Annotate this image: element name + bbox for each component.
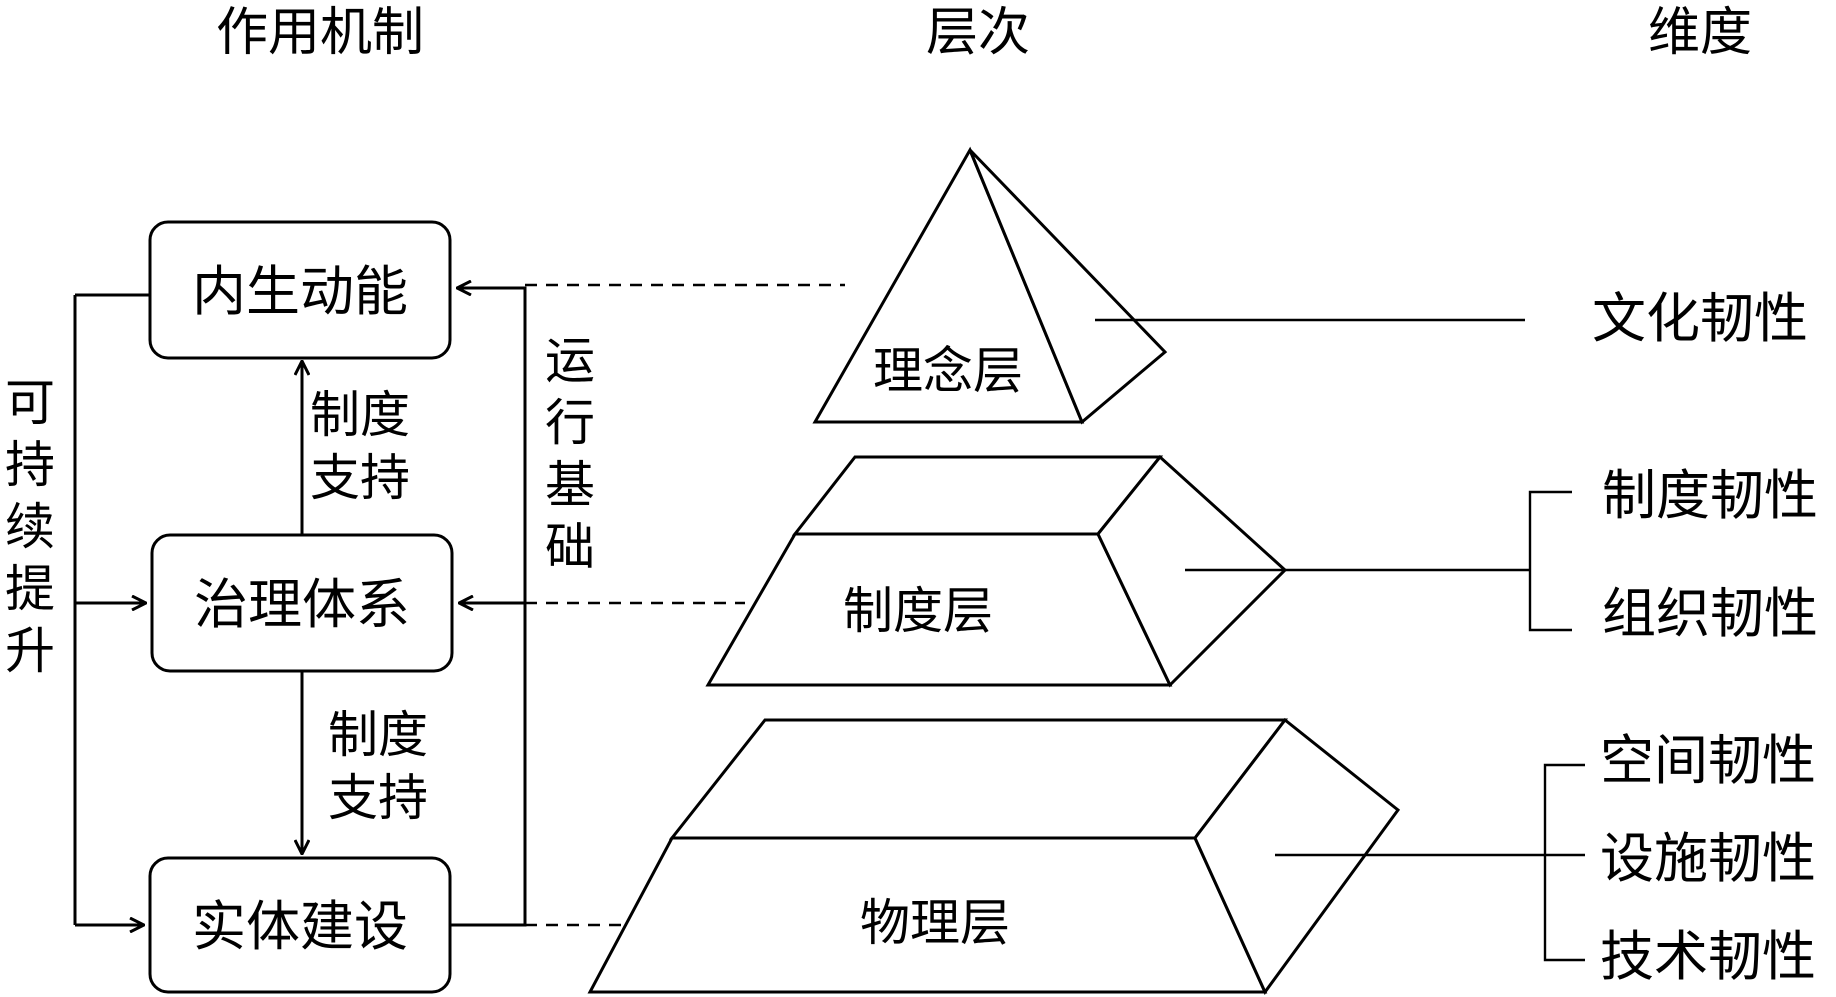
- dimension-spatial: 空间韧性: [1600, 729, 1816, 792]
- label-upper-support-line2: 支持: [310, 449, 410, 507]
- label-sustainable-5: 升: [5, 622, 55, 680]
- label-sustainable-2: 持: [5, 436, 55, 494]
- bracket-institution-dimensions: [1528, 490, 1572, 632]
- label-operating-basis-3: 基: [545, 456, 595, 514]
- arrow-operating-basis-to-drive: [450, 288, 527, 927]
- label-upper-support-line1: 制度: [310, 386, 410, 444]
- label-operating-basis-2: 行: [545, 394, 595, 452]
- bracket-physical-dimensions: [1543, 763, 1585, 962]
- dimension-cultural: 文化韧性: [1592, 287, 1808, 350]
- box-internal-drive: [148, 220, 452, 360]
- box-governance-label: 治理体系: [194, 573, 410, 636]
- dimension-technical: 技术韧性: [1600, 925, 1816, 988]
- dimension-facility: 设施韧性: [1600, 827, 1816, 890]
- layer-physical-label: 物理层: [860, 894, 1010, 952]
- header-mechanism: 作用机制: [216, 3, 424, 63]
- dimension-organizational: 组织韧性: [1602, 582, 1818, 645]
- layer-institution-label: 制度层: [843, 582, 993, 640]
- header-levels: 层次: [926, 3, 1030, 63]
- header-dimensions: 维度: [1648, 3, 1752, 63]
- label-sustainable-1: 可: [5, 374, 55, 432]
- label-operating-basis-1: 运: [545, 332, 595, 390]
- label-operating-basis-4: 础: [545, 518, 595, 576]
- label-sustainable-4: 提: [5, 560, 55, 618]
- label-lower-support-line2: 支持: [328, 769, 428, 827]
- label-sustainable-3: 续: [5, 498, 55, 556]
- label-lower-support-line1: 制度: [328, 706, 428, 764]
- dimension-institutional: 制度韧性: [1602, 464, 1818, 527]
- box-physical-construction-label: 实体建设: [192, 895, 408, 958]
- layer-concept-label: 理念层: [873, 342, 1023, 400]
- loop-label-mask: [2, 372, 60, 702]
- concept-layer-pyramid: [812, 146, 1168, 425]
- box-internal-drive-label: 内生动能: [192, 260, 408, 323]
- institution-layer-frustum: [705, 454, 1288, 688]
